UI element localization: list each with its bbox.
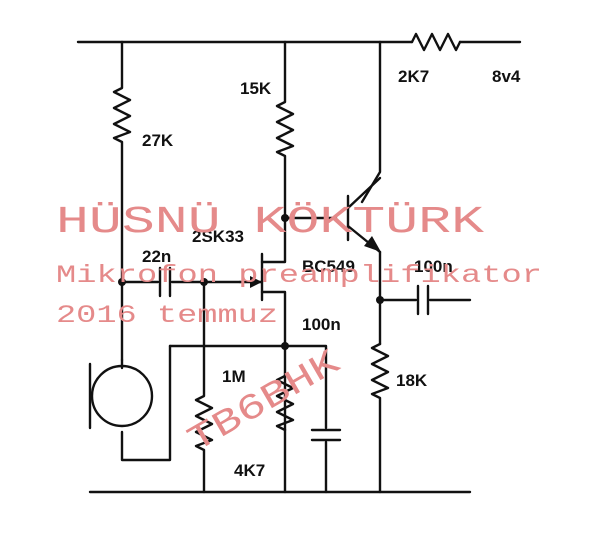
transistor-collector <box>346 176 382 210</box>
junction-dot <box>281 214 289 222</box>
label-c-input: 22n <box>142 247 171 266</box>
emitter-arrow <box>364 236 381 252</box>
label-supply-voltage: 8v4 <box>492 67 521 86</box>
jfet-drain <box>260 216 287 264</box>
bypass-cap-lead <box>283 344 328 430</box>
junction-dot <box>376 296 384 304</box>
jfet-source <box>260 290 287 494</box>
circuit-wiring <box>76 32 522 494</box>
resistor-18k <box>370 342 390 494</box>
label-r-emitter: 18K <box>396 371 428 390</box>
junction-dot <box>118 278 126 286</box>
watermark-description: Mikrofon preamplifikator <box>56 261 542 290</box>
label-c-bypass: 100n <box>302 315 341 334</box>
label-r-bias: 27K <box>142 131 174 150</box>
junction-dot <box>281 342 289 350</box>
label-r-gate: 1M <box>222 367 246 386</box>
watermark-date: 2016 temmuz <box>56 301 278 330</box>
label-r-drain: 15K <box>240 79 272 98</box>
label-c-output: 100n <box>414 257 453 276</box>
watermark: HÜSNÜ KÖKTÜRK Mikrofon preamplifikator 2… <box>56 200 542 462</box>
label-r-supply: 2K7 <box>398 67 429 86</box>
resistor-27k <box>112 40 132 362</box>
resistor-15k <box>275 40 295 220</box>
mic-return-loop <box>120 344 172 462</box>
collector-lead <box>360 40 382 204</box>
gate-arrow <box>250 276 262 288</box>
resistor-4k7 <box>275 374 295 432</box>
label-transistor: BC549 <box>302 257 355 276</box>
microphone-body <box>90 364 154 428</box>
junction-dot <box>200 278 208 286</box>
label-r-source: 4K7 <box>234 461 265 480</box>
label-jfet: 2SK33 <box>192 227 244 246</box>
watermark-callsign: TB6BHK <box>181 342 347 462</box>
resistor-2k7 <box>410 32 462 52</box>
watermark-author: HÜSNÜ KÖKTÜRK <box>56 200 484 244</box>
resistor-1m <box>194 280 214 494</box>
